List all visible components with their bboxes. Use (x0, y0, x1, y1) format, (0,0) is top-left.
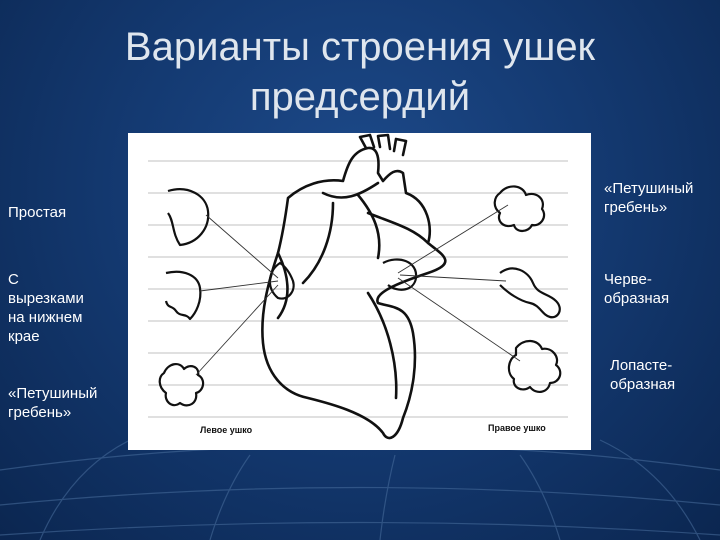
label-notched-line: вырезками (8, 290, 84, 307)
label-notched-line: С (8, 271, 19, 288)
caption-left-auricle: Левое ушко (200, 425, 253, 435)
left-auricle-notched-shape (164, 270, 202, 321)
label-worm-line: Черве- (604, 271, 652, 288)
label-left-crest-line: «Петушиный (8, 385, 98, 402)
heart-drawing (148, 133, 568, 440)
right-auricle-crest-shape (493, 185, 546, 233)
slide-title-line-2: предсердий (249, 75, 471, 119)
label-left-crest: «Петушиный гребень» (8, 384, 97, 422)
label-worm: Черве- образная (604, 270, 669, 308)
label-simple-text: Простая (8, 204, 67, 221)
label-right-crest: «Петушиный гребень» (604, 179, 693, 217)
right-auricle-worm-shape (499, 267, 561, 319)
label-lobe-line: образная (610, 376, 676, 393)
label-right-crest-line: «Петушиный (604, 180, 694, 197)
label-simple: Простая (8, 203, 66, 222)
label-lobe-line: Лопасте- (610, 357, 673, 374)
label-worm-line: образная (604, 290, 670, 307)
label-notched-line: на нижнем (8, 309, 83, 326)
caption-right-auricle: Правое ушко (488, 423, 546, 433)
left-auricle-crest-shape (158, 363, 205, 407)
label-right-crest-line: гребень» (604, 199, 668, 216)
right-auricle-lobe-shape (507, 339, 562, 393)
slide-title-line-1: Варианты строения ушек (124, 25, 596, 69)
label-lobe: Лопасте- образная (610, 356, 675, 394)
label-left-crest-line: гребень» (8, 404, 72, 421)
label-notched: С вырезками на нижнем крае (8, 270, 84, 346)
left-auricle-simple-shape (167, 188, 210, 247)
label-notched-line: крае (8, 328, 40, 345)
heart-diagram: Левое ушко Правое ушко (128, 133, 591, 450)
slide-title: Варианты строения ушек предсердий (60, 22, 660, 122)
